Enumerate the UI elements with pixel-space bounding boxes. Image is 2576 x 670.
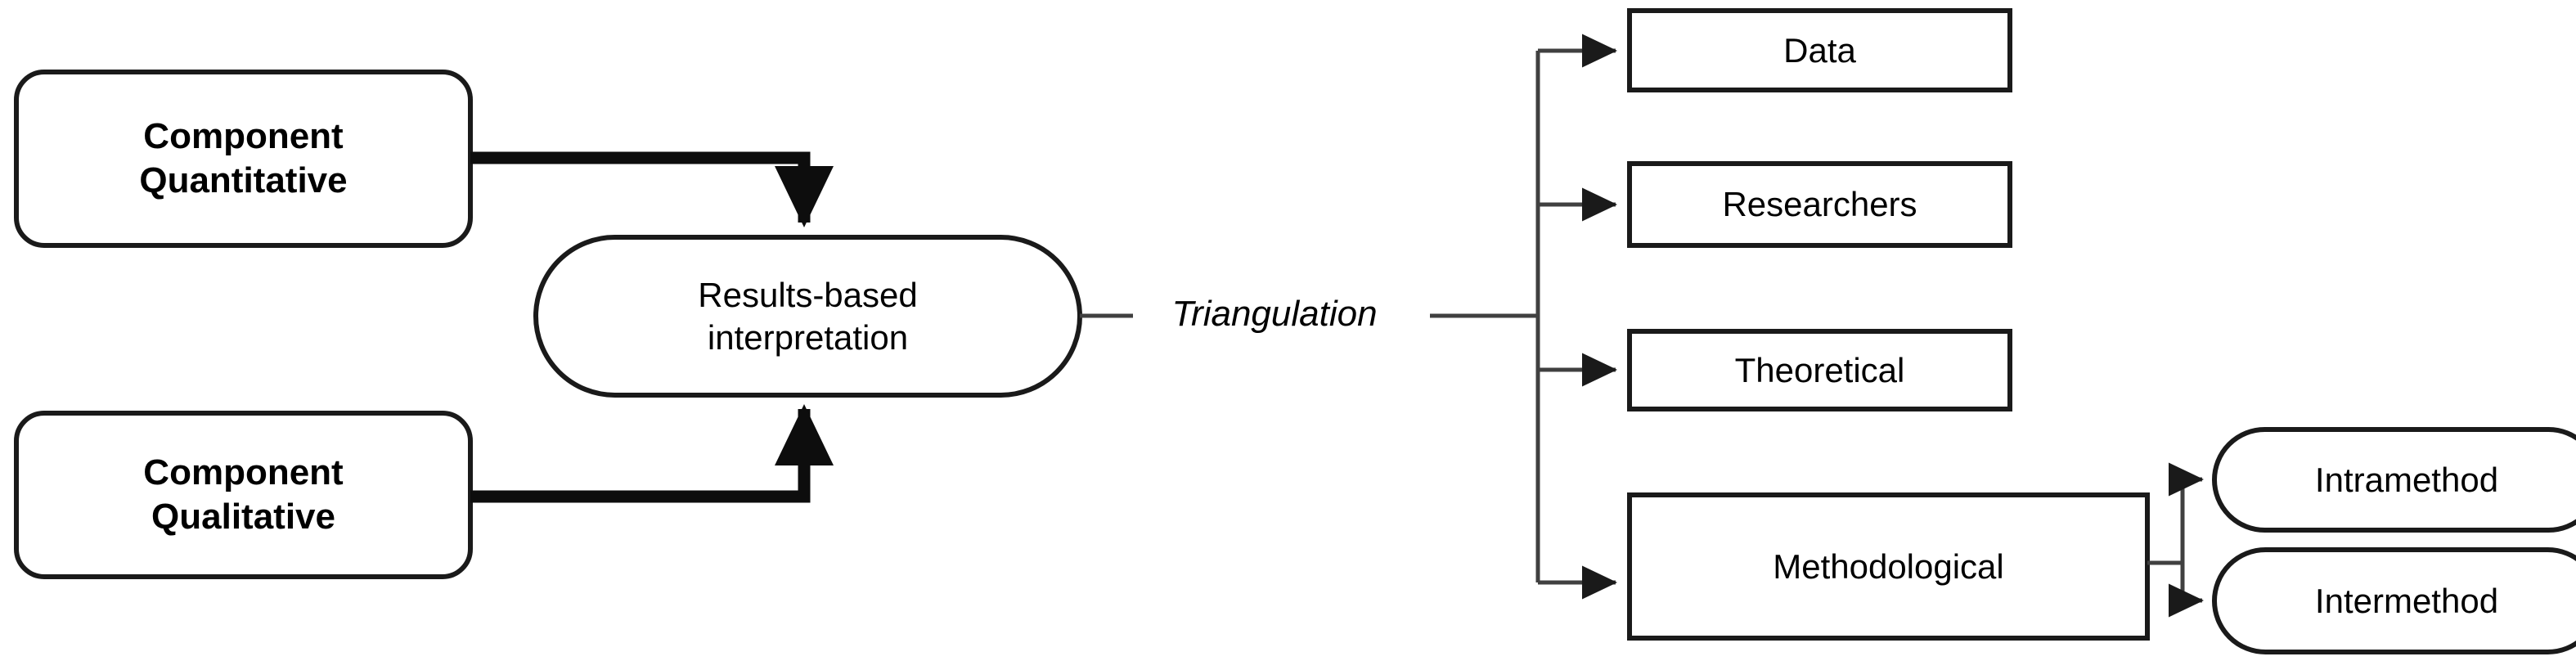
node-results-based-interpretation[interactable] bbox=[533, 235, 1082, 398]
node-researchers[interactable] bbox=[1627, 161, 2012, 248]
node-component-quantitative[interactable] bbox=[14, 70, 473, 248]
node-intramethod[interactable] bbox=[2212, 427, 2576, 533]
edge-quant-to-interpretation bbox=[470, 151, 834, 228]
node-intermethod[interactable] bbox=[2212, 547, 2576, 654]
node-theoretical[interactable] bbox=[1627, 329, 2012, 411]
edge-qual-to-interpretation bbox=[470, 403, 834, 503]
node-data[interactable] bbox=[1627, 8, 2012, 92]
node-methodological[interactable] bbox=[1627, 492, 2150, 641]
node-component-qualitative[interactable] bbox=[14, 411, 473, 579]
